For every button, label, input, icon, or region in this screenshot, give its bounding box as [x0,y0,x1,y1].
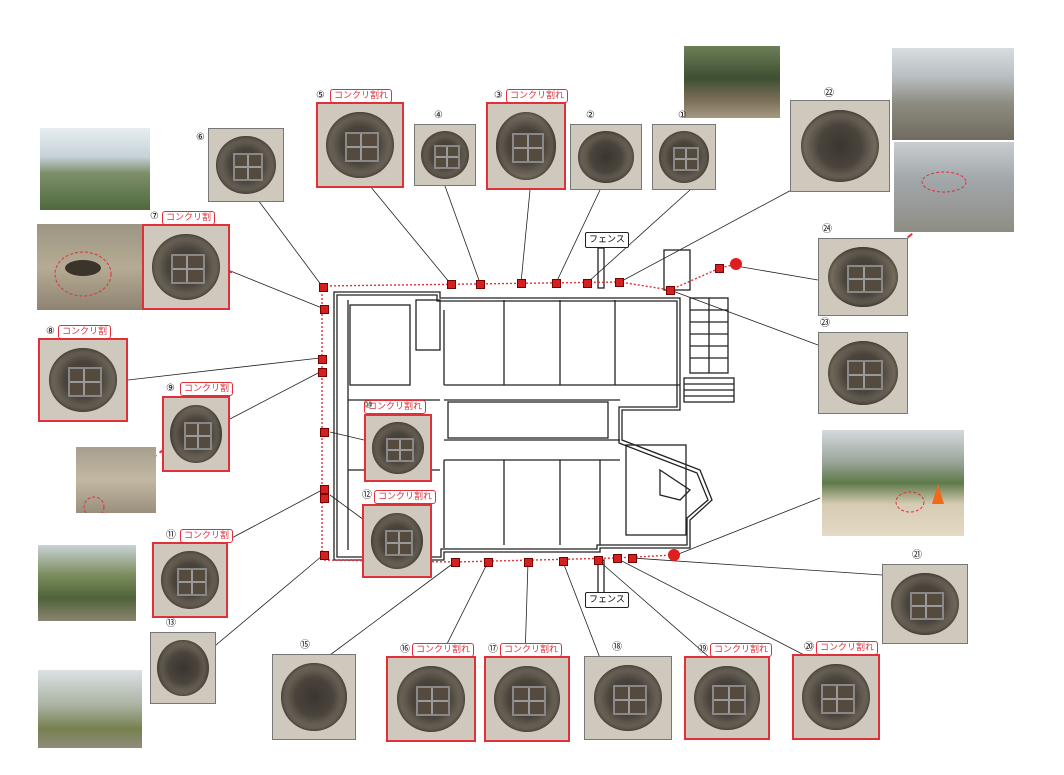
manhole-photo-3 [486,102,566,190]
manhole-number: ㉒ [824,88,834,99]
manhole-photo-12 [362,504,432,578]
manhole-photo-13 [150,632,216,704]
manhole-number: ⑬ [166,618,176,629]
manhole-photo-22 [790,100,890,192]
survey-marker [517,279,526,288]
manhole-number: ① [678,110,687,121]
manhole-photo-8 [38,338,128,422]
manhole-number: ⑨ [166,383,175,394]
manhole-number: ⑮ [300,640,310,651]
survey-marker [666,286,675,295]
manhole-photo-4 [414,124,476,186]
manhole-photo-23 [818,332,908,414]
site-photo-bike-lot [892,48,1014,140]
manhole-number: ⑩ [364,400,373,411]
crack-closeup-photo-7 [37,224,142,310]
crack-tag: コンクリ割れ [500,643,563,657]
manhole-number: ② [586,110,595,121]
manhole-photo-6 [208,128,284,202]
manhole-number: ⑤ [316,90,325,101]
survey-marker [451,558,460,567]
survey-marker [484,558,493,567]
leader-lines [127,179,883,659]
site-photo-north-garden [684,46,780,118]
survey-marker [559,557,568,566]
manhole-number: ③ [494,90,503,101]
manhole-number: ㉔ [822,224,832,235]
survey-marker [320,305,329,314]
manhole-number: ⑱ [612,642,622,653]
manhole-number: ⑥ [196,132,205,143]
manhole-photo-2 [570,124,642,190]
manhole-photo-16 [386,656,476,742]
crack-tag: コンクリ割れ [374,490,437,504]
survey-marker [319,283,328,292]
crack-tag: コンクリ割れ [816,641,879,655]
manhole-number: ⑫ [362,490,372,501]
manhole-photo-15 [272,654,356,740]
manhole-photo-5 [316,102,404,188]
site-photo-south-path [38,670,142,748]
survey-marker [615,278,624,287]
survey-marker [320,551,329,560]
survey-marker [628,554,637,563]
survey-marker [476,280,485,289]
manhole-number: ㉑ [912,550,922,561]
inspection-point-dot [730,258,742,270]
manhole-photo-21 [882,564,968,644]
survey-marker [447,280,456,289]
survey-marker [613,554,622,563]
manhole-photo-11 [152,542,228,618]
manhole-photo-7 [142,224,230,310]
survey-marker [320,485,329,494]
survey-marker [318,368,327,377]
crack-tag: コンクリ割 [58,325,112,339]
manhole-photo-1 [652,124,716,190]
survey-marker [320,494,329,503]
survey-marker [552,279,561,288]
manhole-number: ⑲ [698,644,708,655]
manhole-photo-9 [162,396,230,472]
survey-marker [583,279,592,288]
fence-label: フェンス [585,232,629,248]
site-photo-bike-rack [894,142,1014,232]
crack-tag: コンクリ割れ [412,643,475,657]
manhole-number: ⑦ [150,211,159,222]
manhole-photo-18 [584,656,672,740]
manhole-number: ⑳ [804,642,814,653]
crack-tag: コンクリ割 [180,382,234,396]
manhole-number: ㉓ [820,318,830,329]
crack-tag: コンクリ割 [162,211,216,225]
manhole-number: ⑰ [488,644,498,655]
manhole-number: ⑪ [166,530,176,541]
crack-tag: コンクリ割 [180,529,234,543]
crack-closeup-photo-9 [76,447,156,513]
crack-tag: コンクリ割れ [506,89,569,103]
site-photo-southwest-path [38,545,136,621]
survey-marker [320,428,329,437]
manhole-photo-19 [684,656,770,740]
crack-tag: コンクリ割れ [330,89,393,103]
site-photo-entrance [822,430,964,536]
survey-marker [318,355,327,364]
fence-label: フェンス [585,592,629,608]
crack-tag: コンクリ割れ [710,643,773,657]
site-photo-west-path [40,128,150,210]
crack-tag: コンクリ割れ [364,400,427,414]
manhole-photo-17 [484,656,570,742]
manhole-number: ⑧ [46,326,55,337]
survey-marker [715,264,724,273]
manhole-photo-10 [364,414,432,482]
manhole-photo-20 [792,654,880,740]
survey-marker [594,556,603,565]
inspection-point-dot [668,549,680,561]
manhole-number: ④ [434,110,443,121]
manhole-number: ⑯ [400,644,410,655]
survey-marker [524,558,533,567]
manhole-photo-24 [818,238,908,316]
